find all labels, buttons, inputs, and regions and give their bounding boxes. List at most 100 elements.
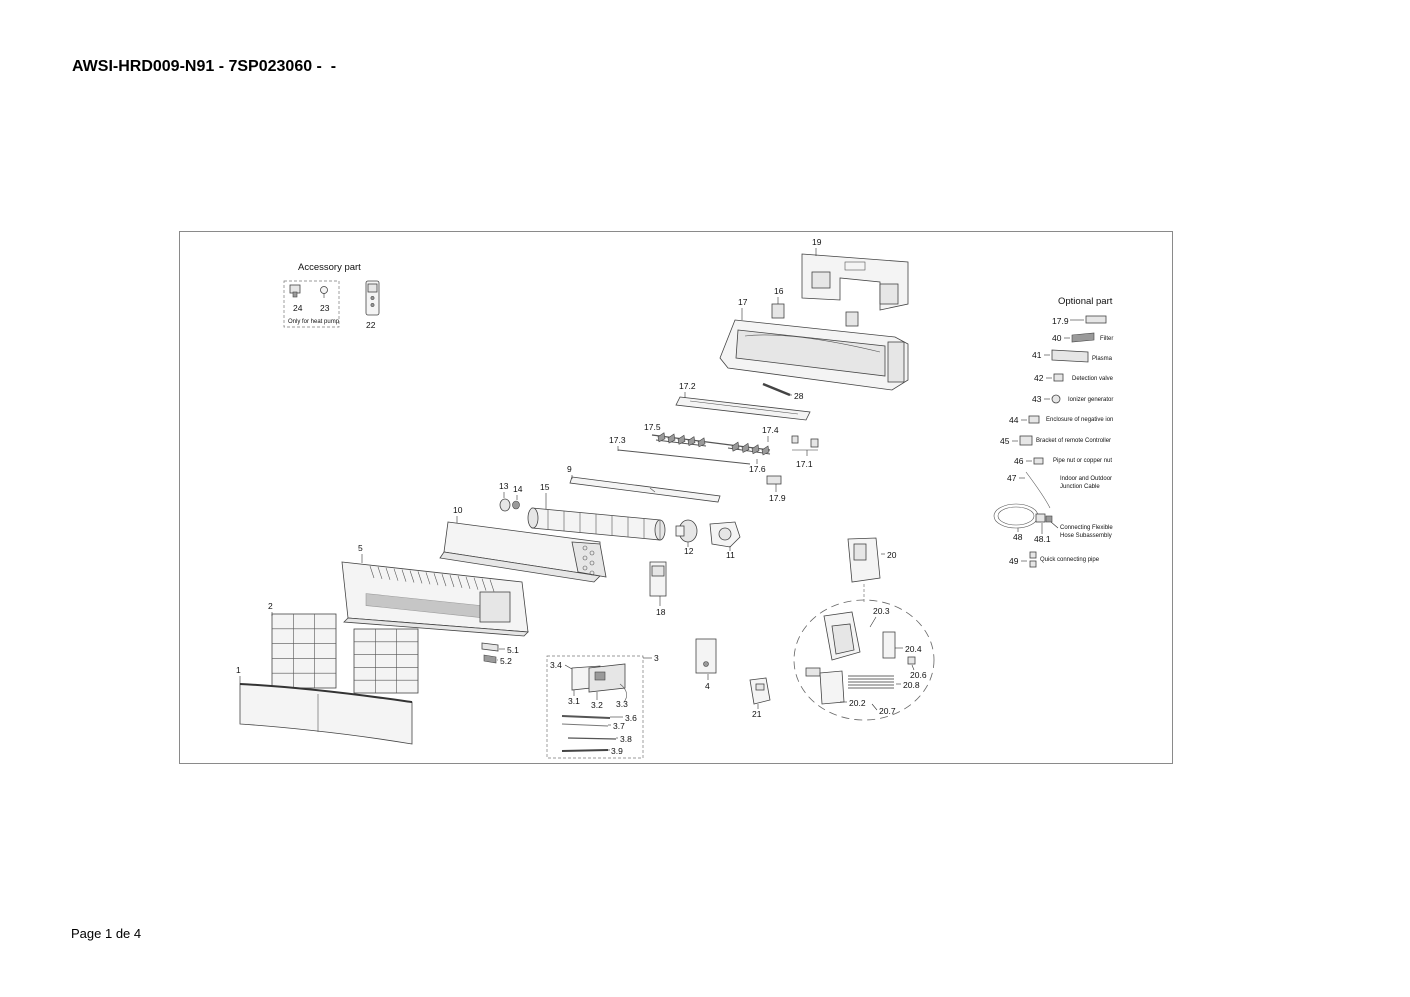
opt-desc-48a: Connecting Flexible xyxy=(1060,525,1113,531)
part-stepping-motor xyxy=(766,435,819,485)
exploded-view-diagram: Accessory part 24 23 Only for heat pump … xyxy=(179,231,1173,764)
grille-slat xyxy=(393,568,399,581)
callout-24: 24 xyxy=(293,303,303,313)
part-wall-mounting-plate xyxy=(801,253,909,311)
part-air-filter-left xyxy=(271,613,337,689)
callout-3-9: 3.9 xyxy=(611,746,623,756)
electric-control-box-group xyxy=(546,655,644,759)
part-evaporator xyxy=(439,521,607,583)
opt-desc-45: Bracket of remote Controller xyxy=(1036,438,1111,444)
callout-17-6: 17.6 xyxy=(749,464,766,474)
louver-blade xyxy=(751,444,760,455)
grille-slat xyxy=(489,579,495,592)
callout-10: 10 xyxy=(453,505,463,515)
grille-slat xyxy=(417,571,423,584)
coil-tube xyxy=(589,550,595,556)
callout-17-9-optional: 17.9 xyxy=(1052,316,1069,326)
grille-slat xyxy=(401,569,407,582)
louver-blade xyxy=(687,436,696,447)
louver-blades xyxy=(657,432,770,456)
callout-44: 44 xyxy=(1009,415,1019,425)
callout-20-8: 20.8 xyxy=(903,680,920,690)
louver-blade xyxy=(731,441,740,452)
accessory-dashed-box xyxy=(283,280,340,328)
opt-desc-42: Detection valve xyxy=(1072,376,1114,382)
coil-tube xyxy=(589,570,595,576)
accessory-note: Only for heat pump xyxy=(288,319,340,325)
grille-slat xyxy=(385,567,391,580)
optional-part-section: Optional part 17.9 40 Filter 41 Plasma 4… xyxy=(993,296,1114,568)
callout-3-3: 3.3 xyxy=(616,699,628,709)
opt-desc-40: Filter xyxy=(1100,336,1113,342)
part-screw-cover xyxy=(481,642,499,664)
callout-48-1: 48.1 xyxy=(1034,534,1051,544)
callout-5-2: 5.2 xyxy=(500,656,512,666)
remote-controller-icon xyxy=(365,280,380,316)
drain-cap-icon xyxy=(320,286,328,298)
callout-4: 4 xyxy=(705,681,710,691)
filter-grid-left xyxy=(272,614,336,688)
part-electric-box-bracket xyxy=(649,561,667,597)
callout-22: 22 xyxy=(366,320,376,330)
part-chassis xyxy=(719,303,909,391)
accessory-part-title: Accessory part xyxy=(298,262,361,273)
evaporator-coil-tubes xyxy=(582,545,595,576)
opt-desc-47a: Indoor and Outdoor xyxy=(1060,476,1112,482)
part-top-clip xyxy=(771,303,785,319)
callout-2: 2 xyxy=(268,601,273,611)
callout-9: 9 xyxy=(567,464,572,474)
accessory-part-section: Accessory part 24 23 Only for heat pump … xyxy=(283,262,380,330)
callout-41: 41 xyxy=(1032,350,1042,360)
callout-13: 13 xyxy=(499,481,509,491)
callout-5-1: 5.1 xyxy=(507,645,519,655)
control-box-dashed-frame xyxy=(546,655,644,759)
callout-17-3: 17.3 xyxy=(609,435,626,445)
callout-1: 1 xyxy=(236,665,241,675)
callout-3-8: 3.8 xyxy=(620,734,632,744)
part-front-panel xyxy=(239,683,413,745)
part-horizontal-louver xyxy=(675,396,811,421)
callout-28: 28 xyxy=(794,391,804,401)
callout-20: 20 xyxy=(887,550,897,560)
callout-47: 47 xyxy=(1007,473,1017,483)
callout-20-6: 20.6 xyxy=(910,670,927,680)
fan-ribs xyxy=(547,509,661,540)
opt-desc-41: Plasma xyxy=(1092,356,1113,362)
opt-desc-43: Ionizer generator xyxy=(1068,397,1113,403)
louver-blade xyxy=(677,434,686,445)
opt-desc-48b: Hose Subassembly xyxy=(1060,533,1112,539)
callout-3: 3 xyxy=(654,653,659,663)
callout-3-1: 3.1 xyxy=(568,696,580,706)
callout-49: 49 xyxy=(1009,556,1019,566)
callout-18: 18 xyxy=(656,607,666,617)
callout-20-4: 20.4 xyxy=(905,644,922,654)
grille-slat xyxy=(465,576,471,589)
part-bearing-holder xyxy=(499,498,520,512)
document-title: AWSI-HRD009-N91 - 7SP023060 - - xyxy=(72,58,337,75)
drain-elbow-icon xyxy=(289,284,301,298)
callout-5: 5 xyxy=(358,543,363,553)
part-electric-box-assembly xyxy=(847,537,881,583)
grille-slat xyxy=(473,577,479,590)
callout-21: 21 xyxy=(752,709,762,719)
part-electric-box-cover xyxy=(695,638,717,674)
opt-desc-46: Pipe nut or copper nut xyxy=(1053,458,1112,464)
callout-3-2: 3.2 xyxy=(591,700,603,710)
callout-3-4: 3.4 xyxy=(550,660,562,670)
callout-17-1: 17.1 xyxy=(796,459,813,469)
callout-16: 16 xyxy=(774,286,784,296)
opt-desc-44: Enclosure of negative ion xyxy=(1046,417,1113,423)
callout-17: 17 xyxy=(738,297,748,307)
callout-43: 43 xyxy=(1032,394,1042,404)
part-terminal-board-cover xyxy=(749,677,771,705)
louver-blade xyxy=(741,442,750,453)
opt-desc-47b: Junction Cable xyxy=(1060,484,1100,490)
coil-tube xyxy=(582,555,588,561)
grille-slat xyxy=(433,573,439,586)
callout-3-6: 3.6 xyxy=(625,713,637,723)
part-air-filter-right xyxy=(353,628,419,694)
callout-23: 23 xyxy=(320,303,330,313)
callout-17-2: 17.2 xyxy=(679,381,696,391)
coil-tube xyxy=(582,565,588,571)
callout-17-4: 17.4 xyxy=(762,425,779,435)
